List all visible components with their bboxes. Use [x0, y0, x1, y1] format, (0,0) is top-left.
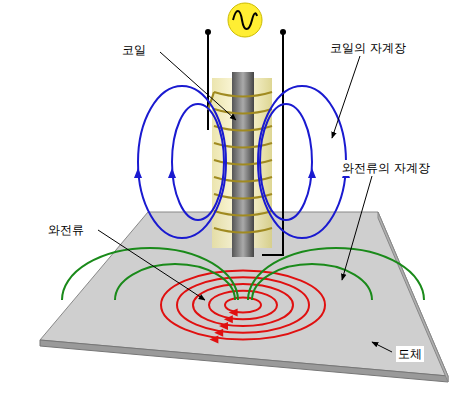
plate-side	[378, 212, 448, 382]
eddy-loop	[177, 277, 309, 332]
part-label: 코일	[120, 42, 148, 58]
eddy-arrowhead	[209, 335, 218, 343]
winding	[214, 228, 272, 233]
eddy-arrowhead	[214, 329, 223, 337]
eddy-loop	[225, 297, 261, 312]
plate-edge	[40, 340, 448, 382]
terminal	[205, 29, 211, 35]
eddy-current-loops	[161, 271, 325, 340]
eddy-arrowhead	[219, 322, 228, 330]
eddy-loop	[161, 271, 325, 340]
field-arrowheads	[134, 168, 350, 178]
coil-field-loops	[138, 86, 346, 238]
coil-windings	[208, 92, 272, 233]
terminal	[280, 29, 286, 35]
winding	[214, 211, 272, 216]
eddy-arrowhead	[229, 309, 238, 317]
part-label: 도체	[396, 346, 424, 362]
eddy-arrowhead	[224, 315, 233, 323]
part-label: 와전류	[46, 222, 86, 238]
sine-symbol	[233, 11, 257, 29]
winding	[214, 92, 272, 97]
ac-source	[228, 3, 262, 37]
winding	[214, 160, 272, 165]
eddy-loop	[209, 291, 277, 320]
eddy-loop	[193, 284, 293, 326]
part-label: 와전류의 자계장	[340, 160, 432, 176]
winding	[214, 109, 272, 114]
leader-lines	[98, 52, 392, 352]
part-label: 코일의 자계장	[328, 40, 408, 56]
